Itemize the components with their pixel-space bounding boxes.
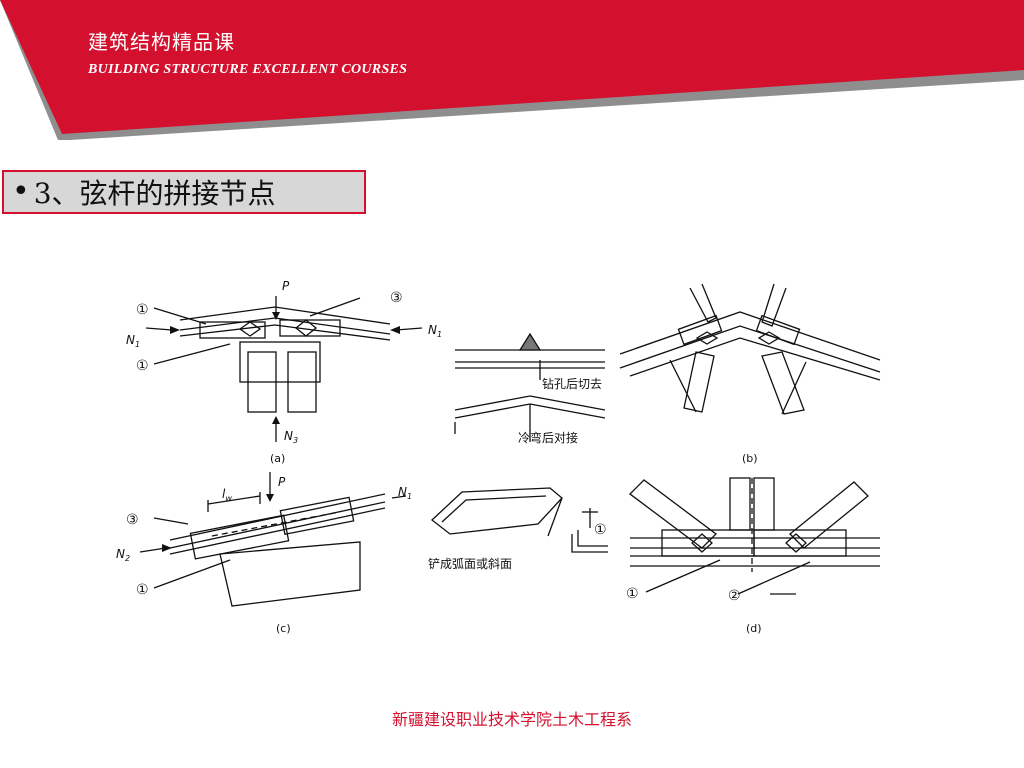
panel-a-load-label: P [282,279,290,293]
panel-c: P lw N1 N2 ③ ① (c) [116,472,412,635]
panel-a: P N1 N1 N3 ① ① ③ (a) [126,279,442,465]
course-title-cn: 建筑结构精品课 [88,30,235,54]
slide-title: 3、弦杆的拼接节点 [33,177,276,210]
panel-a-n1-right: N1 [428,323,442,339]
note-cold-bend-butt: 冷弯后对接 [518,430,578,445]
panel-c-n2-label: N2 [116,547,130,563]
panel-c-weld-3: ③ [126,512,139,528]
panel-c-length-label: lw [222,487,232,503]
panel-c-load-label: P [278,475,286,489]
course-title-en: BUILDING STRUCTURE EXCELLENT COURSES [88,62,408,77]
note-bevel-arc: 铲成弧面或斜面 [428,556,512,571]
slide-title-box: • 3、弦杆的拼接节点 [2,170,366,214]
panel-a-n3-label: N3 [284,429,298,445]
middle-bottom-sketch: 铲成弧面或斜面 [428,487,608,571]
middle-top-sketches: 钻孔后切去 冷弯后对接 [454,332,606,445]
panel-a-caption: (a) [270,452,285,465]
bullet-icon: • [12,174,30,209]
panel-d-weld-1-left: ① [626,586,639,602]
banner-red [0,0,1024,134]
panel-a-weld-3: ③ [390,290,403,306]
panel-d-caption: (d) [746,622,762,635]
panel-b-caption: (b) [742,452,758,465]
note-drill-then-cut: 钻孔后切去 [542,376,602,391]
footer-department: 新疆建设职业技术学院土木工程系 [391,710,632,729]
panel-b: (b) [619,283,881,465]
panel-d-weld-1-right: ① [594,522,607,538]
panel-a-weld-1-top: ① [136,302,149,318]
panel-a-weld-1-bottom: ① [136,358,149,374]
panel-d: ① ① ② (d) [594,477,880,635]
panel-a-n1-left: N1 [126,333,140,349]
panel-c-weld-1: ① [136,582,149,598]
panel-d-weld-2: ② [728,588,741,604]
splice-joint-figure: P N1 N1 N3 ① ① ③ (a) 钻孔后切去 冷弯后对接 [116,279,881,635]
panel-c-n1-label: N1 [398,485,412,501]
panel-c-caption: (c) [276,622,291,635]
header-banner [0,0,1024,140]
